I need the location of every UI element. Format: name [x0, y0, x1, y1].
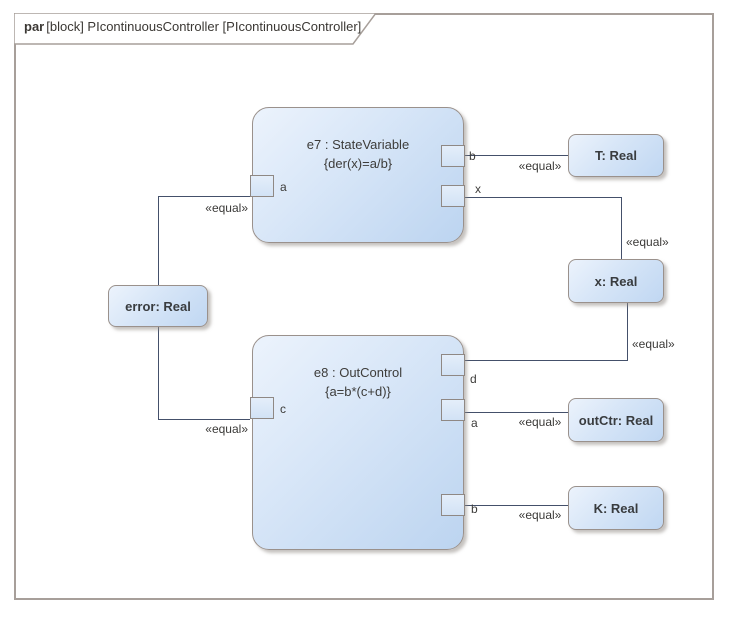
value-box-T-label: T: Real: [595, 148, 637, 163]
value-box-error[interactable]: error: Real: [108, 285, 208, 327]
port-e7-x-label: x: [475, 182, 481, 196]
port-e8-d[interactable]: [441, 354, 465, 376]
frame-keyword: par: [24, 19, 45, 34]
equal-stereotype-label: «equal»: [518, 415, 562, 429]
connector-e8a-outCtr[interactable]: [465, 412, 568, 413]
connector-error-e8c-vertical[interactable]: [158, 327, 159, 419]
equal-stereotype-label: «equal»: [205, 201, 248, 215]
port-e7-a-label: a: [280, 180, 287, 194]
equal-stereotype-label: «equal»: [518, 159, 562, 173]
equal-stereotype-label: «equal»: [626, 235, 669, 249]
connector-x-e8d-vertical[interactable]: [627, 302, 628, 361]
value-box-K[interactable]: K: Real: [568, 486, 664, 530]
block-e7-name: e7 : StateVariable: [306, 137, 410, 152]
connector-x-e8d-horizontal[interactable]: [465, 360, 628, 361]
connector-e8b-K[interactable]: [465, 505, 568, 506]
constraint-block-e8[interactable]: e8 : OutControl {a=b*(c+d)}: [252, 335, 464, 550]
constraint-block-e7[interactable]: e7 : StateVariable {der(x)=a/b}: [252, 107, 464, 243]
equal-stereotype-label: «equal»: [632, 337, 675, 351]
value-box-K-label: K: Real: [593, 500, 639, 516]
port-e8-d-label: d: [470, 372, 477, 386]
port-e8-a-label: a: [471, 416, 478, 430]
connector-e7x-x-vertical[interactable]: [621, 197, 622, 259]
port-e7-b[interactable]: [441, 145, 465, 167]
value-box-outCtr-label: outCtr: Real: [578, 412, 654, 428]
port-e8-c-label: c: [280, 402, 286, 416]
connector-e7b-T[interactable]: [465, 155, 568, 156]
port-e7-b-label: b: [469, 149, 476, 163]
port-e8-b-label: b: [471, 502, 478, 516]
block-e7-title: e7 : StateVariable {der(x)=a/b}: [253, 135, 463, 173]
value-box-T[interactable]: T: Real: [568, 134, 664, 177]
frame-title-tab: par[block] PIcontinuousController [PIcon…: [14, 13, 378, 45]
value-box-x-label: x: Real: [594, 273, 638, 289]
block-e7-constraint: {der(x)=a/b}: [323, 156, 393, 171]
block-e8-constraint: {a=b*(c+d)}: [325, 384, 391, 399]
equal-stereotype-label: «equal»: [205, 422, 248, 436]
frame-title-text: [block] PIcontinuousController [PIcontin…: [46, 19, 362, 34]
value-box-outCtr[interactable]: outCtr: Real: [568, 398, 664, 442]
connector-error-e7a-vertical[interactable]: [158, 196, 159, 286]
frame-title: par[block] PIcontinuousController [PIcon…: [24, 19, 361, 34]
connector-error-e7a-horizontal[interactable]: [158, 196, 250, 197]
block-e8-name: e8 : OutControl: [313, 365, 403, 380]
port-e7-x[interactable]: [441, 185, 465, 207]
connector-error-e8c-horizontal[interactable]: [158, 419, 250, 420]
port-e7-a[interactable]: [250, 175, 274, 197]
equal-stereotype-label: «equal»: [518, 508, 562, 522]
connector-e7x-x-horizontal[interactable]: [465, 197, 622, 198]
port-e8-b[interactable]: [441, 494, 465, 516]
value-box-x[interactable]: x: Real: [568, 259, 664, 303]
block-e8-title: e8 : OutControl {a=b*(c+d)}: [253, 363, 463, 401]
frame-tab-shape: [14, 13, 377, 45]
port-e8-c[interactable]: [250, 397, 274, 419]
port-e8-a[interactable]: [441, 399, 465, 421]
value-box-error-label: error: Real: [125, 298, 191, 314]
